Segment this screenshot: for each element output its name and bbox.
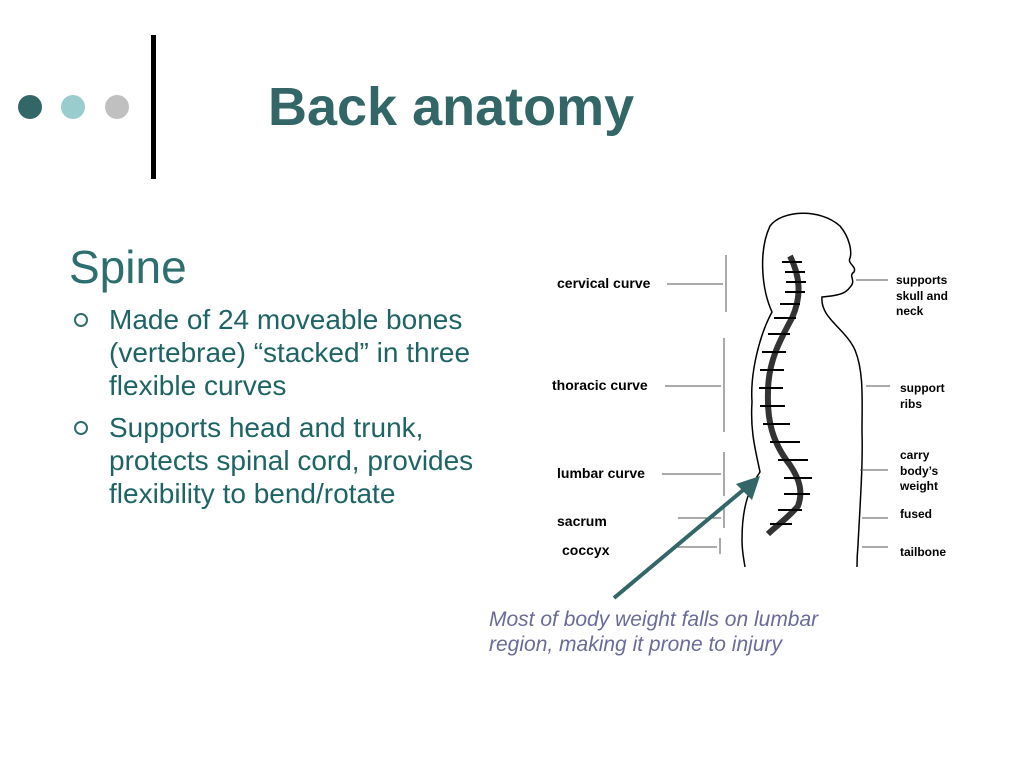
bullet-text: Made of 24 moveable bones (vertebrae) “s…: [109, 304, 471, 401]
bullet-item: Supports head and trunk, protects spinal…: [74, 411, 474, 510]
spinal-column: [764, 254, 804, 537]
function-coccyx: tailbone: [900, 545, 947, 559]
function-sacrum: fused: [900, 507, 933, 521]
bullet-ring-icon: [74, 313, 88, 327]
decor-dot-light: [61, 95, 85, 119]
label-lumbar-curve: lumbar curve: [557, 465, 645, 481]
label-sacrum: sacrum: [557, 513, 607, 529]
lumbar-note: Most of body weight falls on lumbar regi…: [489, 608, 819, 656]
leader-lines: [662, 279, 890, 548]
function-lumbar: carry body’s weight: [900, 448, 939, 493]
function-cervical: supports skull and neck: [896, 273, 949, 318]
vertebra-marks: [759, 261, 812, 525]
label-cervical-curve: cervical curve: [557, 275, 651, 291]
label-thoracic-curve: thoracic curve: [552, 377, 648, 393]
label-coccyx: coccyx: [562, 542, 610, 558]
bullet-list: Made of 24 moveable bones (vertebrae) “s…: [74, 303, 474, 519]
bullet-text: Supports head and trunk, protects spinal…: [109, 412, 474, 509]
slide-title: Back anatomy: [268, 77, 635, 137]
decor-dot-gray: [105, 95, 129, 119]
bullet-item: Made of 24 moveable bones (vertebrae) “s…: [74, 303, 474, 402]
function-thoracic: support ribs: [900, 381, 945, 411]
pointer-arrow: [612, 476, 760, 600]
body-outline-back: [741, 225, 773, 568]
decor-dot-dark: [18, 95, 42, 119]
body-outline-front: [769, 212, 863, 568]
bullet-ring-icon: [74, 421, 88, 435]
title-divider: [151, 35, 156, 179]
section-heading: Spine: [69, 241, 187, 293]
